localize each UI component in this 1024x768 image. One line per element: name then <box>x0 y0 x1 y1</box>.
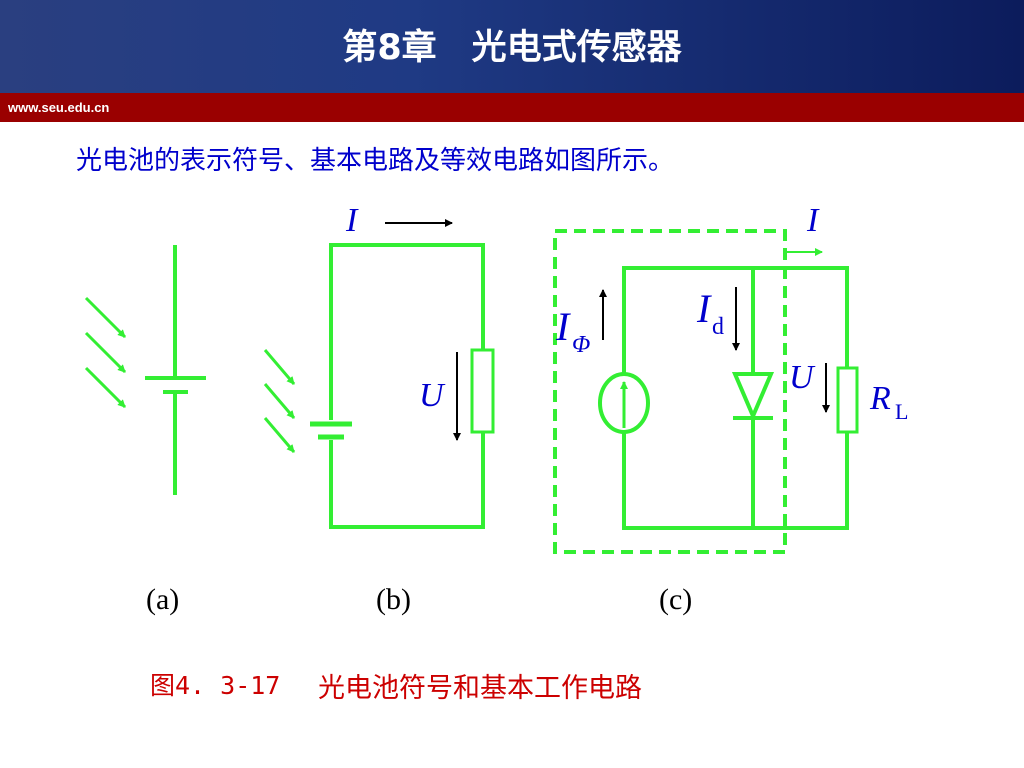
figure-caption: 光电池符号和基本工作电路 <box>318 673 642 704</box>
url-bar: www.seu.edu.cn <box>0 93 1024 122</box>
label-iphi: I <box>555 304 571 349</box>
circuit-a <box>84 245 206 495</box>
intro-text: 光电池的表示符号、基本电路及等效电路如图所示。 <box>76 146 675 176</box>
sublabel-b: (b) <box>376 583 411 616</box>
light-arrows-a <box>84 296 127 409</box>
load-resistor-c <box>836 366 859 434</box>
sublabel-a: (a) <box>146 583 179 616</box>
label-id: I <box>696 286 712 331</box>
label-voltage-c: U <box>789 359 816 396</box>
label-load-r: R <box>869 380 891 417</box>
wire-b-bottom <box>329 432 485 529</box>
load-resistor-b <box>470 348 495 434</box>
light-arrows-b <box>263 349 296 453</box>
figure-number: 图4. 3-17 <box>150 671 281 700</box>
label-current-b: I <box>345 202 359 239</box>
circuit-b <box>263 243 495 529</box>
page-title: 第8章 光电式传感器 <box>342 28 682 68</box>
wire-c-top <box>622 266 849 375</box>
label-voltage-b: U <box>419 377 446 414</box>
sublabel-c: (c) <box>659 583 692 616</box>
site-url[interactable]: www.seu.edu.cn <box>8 100 110 115</box>
photocell-boundary-dashed <box>553 229 787 554</box>
header-bar: 第8章 光电式传感器 <box>0 0 1024 93</box>
label-load-subscript: L <box>895 399 908 424</box>
wire-b <box>329 243 485 420</box>
label-id-subscript: d <box>712 314 724 340</box>
wire-c-bottom <box>622 432 849 530</box>
circuit-c <box>553 229 859 554</box>
label-current-c: I <box>806 202 820 239</box>
diode-body <box>731 372 775 422</box>
label-phi-subscript: Φ <box>572 332 590 358</box>
